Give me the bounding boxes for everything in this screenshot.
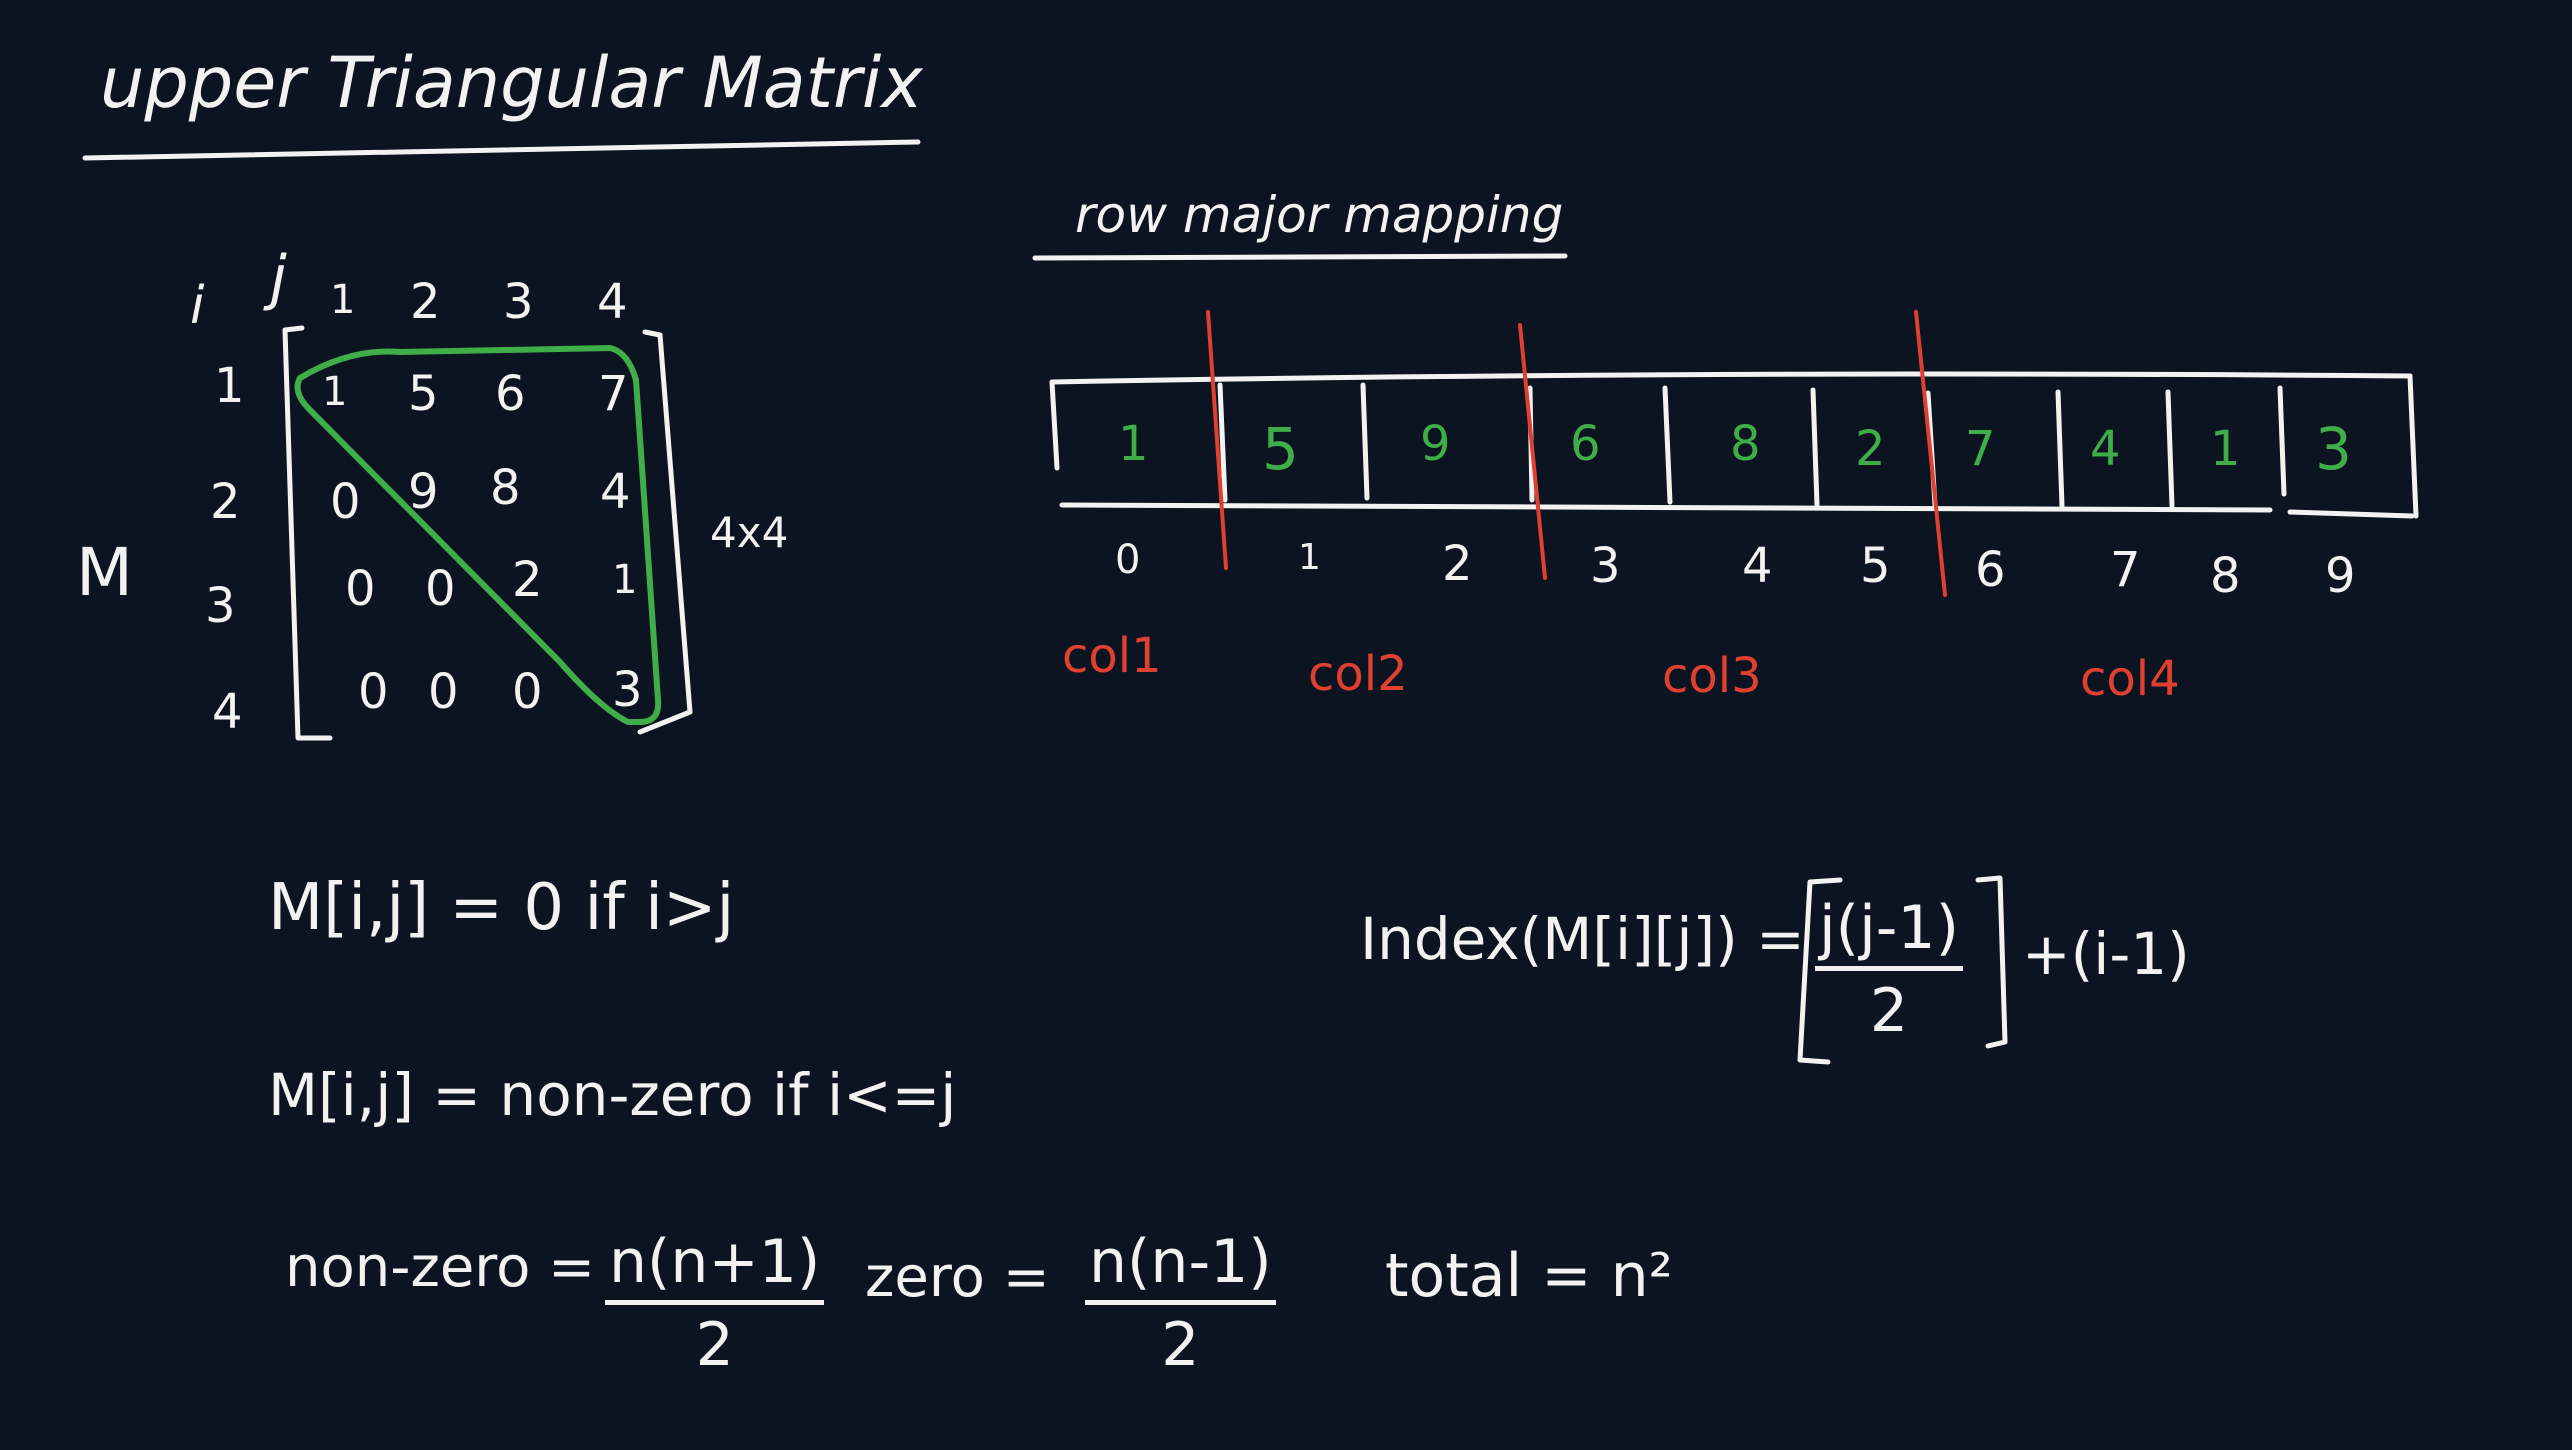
array-index-7: 7 xyxy=(2110,542,2141,598)
upper-triangle-outline xyxy=(294,345,662,725)
index-right-bracket xyxy=(1975,875,2008,1049)
zero-count-numerator: n(n-1) xyxy=(1085,1232,1276,1305)
matrix-cell-2-2: 9 xyxy=(408,464,439,520)
matrix-cell-3-2: 0 xyxy=(425,561,456,617)
array-index-2: 2 xyxy=(1442,536,1473,592)
row-index-4: 4 xyxy=(212,684,243,740)
nonzero-count-fraction: n(n+1) 2 xyxy=(605,1232,825,1380)
row-index-3: 3 xyxy=(205,578,236,634)
array-index-9: 9 xyxy=(2325,548,2356,604)
col-group-label-2: col2 xyxy=(1308,646,1408,702)
index-formula-numerator: j(j-1) xyxy=(1815,898,1963,971)
matrix-cell-1-4: 7 xyxy=(598,366,629,422)
array-value-6: 7 xyxy=(1965,421,1996,477)
matrix-cell-4-3: 0 xyxy=(512,664,543,720)
matrix-name: M xyxy=(76,534,133,611)
matrix-right-bracket xyxy=(637,329,693,735)
col-group-label-1: col1 xyxy=(1062,628,1162,684)
row-axis-label: i xyxy=(190,276,205,336)
array-value-1: 5 xyxy=(1262,415,1299,483)
array-value-9: 3 xyxy=(2315,415,2352,483)
index-formula-fraction: j(j-1) 2 xyxy=(1815,898,1963,1041)
col-index-3: 3 xyxy=(503,274,534,330)
array-index-4: 4 xyxy=(1742,538,1773,594)
zero-rule: M[i,j] = 0 if i>j xyxy=(268,871,735,945)
array-value-7: 4 xyxy=(2090,421,2121,477)
array-value-5: 2 xyxy=(1855,421,1886,477)
row-index-2: 2 xyxy=(210,474,241,530)
nonzero-count-label: non-zero = xyxy=(285,1235,596,1300)
matrix-cell-4-2: 0 xyxy=(428,664,459,720)
matrix-cell-4-1: 0 xyxy=(358,664,389,720)
array-value-4: 8 xyxy=(1730,416,1761,472)
array-index-8: 8 xyxy=(2210,548,2241,604)
page-title: upper Triangular Matrix xyxy=(100,42,923,124)
col-index-2: 2 xyxy=(410,274,441,330)
zero-count-denominator: 2 xyxy=(1161,1310,1200,1380)
col-index-1: 1 xyxy=(330,277,356,323)
matrix-cell-1-3: 6 xyxy=(495,366,526,422)
nonzero-count-denominator: 2 xyxy=(695,1310,734,1380)
index-formula-tail: +(i-1) xyxy=(2022,920,2190,988)
matrix-cell-3-4: 1 xyxy=(612,557,638,603)
array-box xyxy=(1049,371,2419,519)
matrix-cell-3-1: 0 xyxy=(345,561,376,617)
matrix-cell-3-3: 2 xyxy=(512,552,543,608)
array-index-1: 1 xyxy=(1298,537,1321,578)
matrix-cell-2-1: 0 xyxy=(330,474,361,530)
nonzero-count-numerator: n(n+1) xyxy=(605,1232,825,1305)
subtitle-underline xyxy=(1032,253,1568,261)
array-index-0: 0 xyxy=(1115,537,1141,583)
col-index-4: 4 xyxy=(597,274,628,330)
matrix-cell-1-1: 1 xyxy=(322,369,348,415)
matrix-cell-1-2: 5 xyxy=(408,366,439,422)
array-index-6: 6 xyxy=(1975,542,2006,598)
mapping-subtitle: row major mapping xyxy=(1075,186,1564,244)
matrix-size: 4x4 xyxy=(710,508,789,557)
total-count: total = n² xyxy=(1385,1241,1673,1311)
title-underline xyxy=(82,139,921,161)
col-axis-label: j xyxy=(270,243,287,313)
column-separators xyxy=(1206,310,1947,597)
nonzero-rule: M[i,j] = non-zero if i<=j xyxy=(268,1061,957,1129)
array-index-5: 5 xyxy=(1860,538,1891,594)
matrix-left-bracket xyxy=(282,325,333,741)
index-formula-lhs: Index(M[i][j]) = xyxy=(1360,905,1805,973)
array-value-0: 1 xyxy=(1118,416,1149,472)
array-value-3: 6 xyxy=(1570,416,1601,472)
matrix-cell-2-3: 8 xyxy=(490,460,521,516)
array-value-2: 9 xyxy=(1420,416,1451,472)
zero-count-fraction: n(n-1) 2 xyxy=(1085,1232,1276,1375)
index-left-bracket xyxy=(1797,877,1843,1065)
row-index-1: 1 xyxy=(214,358,245,414)
index-formula-denominator: 2 xyxy=(1869,976,1909,1046)
col-group-label-4: col4 xyxy=(2080,651,2180,707)
array-index-3: 3 xyxy=(1590,538,1621,594)
col-group-label-3: col3 xyxy=(1662,648,1762,704)
zero-count-label: zero = xyxy=(865,1245,1050,1310)
matrix-cell-2-4: 4 xyxy=(600,464,631,520)
matrix-cell-4-4: 3 xyxy=(612,662,643,718)
array-value-8: 1 xyxy=(2210,421,2241,477)
